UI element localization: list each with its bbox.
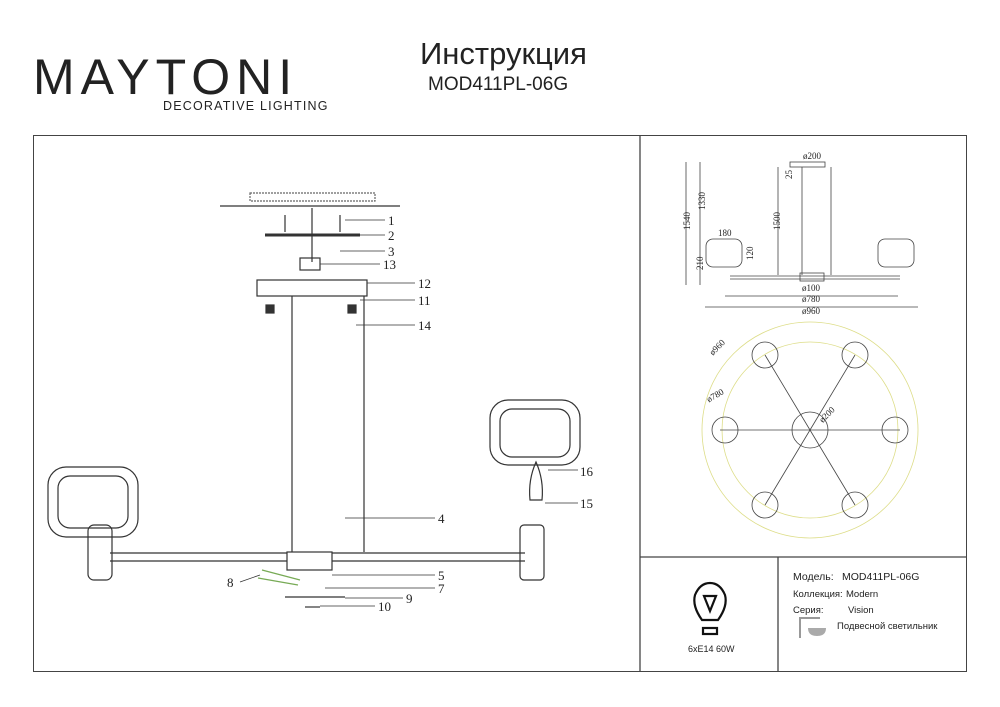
- elevation-dimensions: ø200 25 1330 1540 1500 180 120 210 ø100 …: [682, 151, 822, 316]
- callout-4: 4: [438, 511, 445, 526]
- callout-5: 5: [438, 568, 445, 583]
- dim-120: 120: [745, 246, 755, 260]
- dim-1540: 1540: [682, 212, 692, 231]
- dim-d200: ø200: [803, 151, 822, 161]
- model-heading: MOD411PL-06G: [428, 74, 569, 95]
- callout-11: 11: [418, 293, 431, 308]
- dim-1500: 1500: [772, 212, 782, 231]
- callout-8: 8: [227, 575, 234, 590]
- callout-2: 2: [388, 228, 395, 243]
- series-label: Серия:: [793, 605, 824, 616]
- series-value: Vision: [848, 605, 874, 616]
- dim-210: 210: [695, 256, 705, 270]
- dim-d960: ø960: [802, 306, 821, 316]
- dim-25: 25: [784, 170, 794, 180]
- assembly-diagram: [47, 192, 581, 608]
- fixture-type: Подвесной светильник: [837, 621, 938, 632]
- model-value: MOD411PL-06G: [842, 571, 919, 583]
- dim-1330: 1330: [697, 192, 707, 211]
- callout-10: 10: [378, 599, 391, 614]
- model-label: Модель:: [793, 571, 834, 583]
- brand-tagline: DECORATIVE LIGHTING: [163, 99, 329, 113]
- callout-leaders: [239, 219, 578, 607]
- bulb-icon: [693, 581, 727, 636]
- collection-label: Коллекция:: [793, 589, 843, 600]
- brand-logo: MAYTONI: [33, 49, 299, 105]
- callout-15: 15: [580, 496, 593, 511]
- callout-12: 12: [418, 276, 431, 291]
- collection-value: Modern: [846, 589, 878, 600]
- bulb-spec: 6xE14 60W: [688, 644, 735, 654]
- callout-13: 13: [383, 257, 396, 272]
- plan-d200: ø200: [817, 404, 837, 424]
- dim-d100: ø100: [802, 283, 821, 293]
- plan-drawing: [701, 321, 919, 539]
- plan-d780: ø780: [705, 386, 726, 404]
- elevation-drawing: [685, 161, 918, 308]
- page-title: Инструкция: [420, 36, 587, 71]
- dim-180: 180: [718, 228, 732, 238]
- drawing-frame: [33, 135, 967, 672]
- pendant-lamp-icon: [799, 617, 826, 638]
- callout-3: 3: [388, 244, 395, 259]
- dim-d780: ø780: [802, 294, 821, 304]
- callout-16: 16: [580, 464, 594, 479]
- callout-7: 7: [438, 581, 445, 596]
- plan-d960: ø960: [707, 337, 727, 357]
- callout-1: 1: [388, 213, 395, 228]
- callout-9: 9: [406, 591, 413, 606]
- callout-14: 14: [418, 318, 432, 333]
